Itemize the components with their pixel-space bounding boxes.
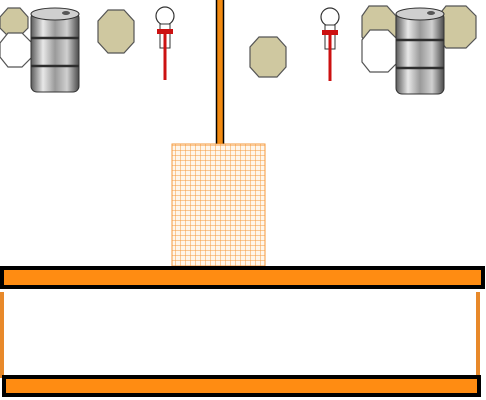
octagon-shape-left-back	[0, 7, 29, 37]
thermometer-icon	[320, 7, 340, 81]
octagon-shape-right-white	[361, 29, 399, 73]
octagon-shape-left-mid	[97, 9, 135, 54]
octagon-shape-center	[249, 36, 287, 78]
upper-beam	[0, 266, 485, 289]
vertical-rod	[215, 0, 225, 149]
barrel-icon	[30, 7, 80, 93]
mesh-block	[171, 143, 266, 269]
barrel-icon	[395, 7, 445, 95]
side-post-left	[0, 292, 4, 378]
octagon-shape-left-white	[0, 32, 33, 68]
side-post-right	[476, 292, 480, 378]
thermometer-icon	[155, 6, 175, 80]
octagons-group	[0, 5, 477, 78]
lower-beam	[2, 375, 481, 397]
